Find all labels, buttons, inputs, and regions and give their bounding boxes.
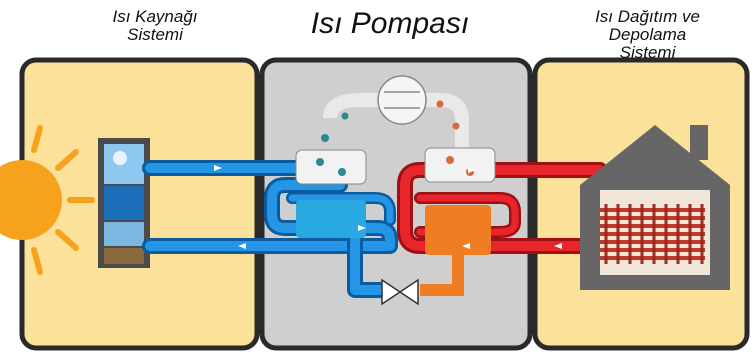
heat-pump-title: Isı Pompası	[310, 7, 470, 40]
compressor-icon	[323, 75, 469, 150]
hot-loop	[397, 162, 608, 254]
distribution-title-line2: Sistemi	[619, 42, 676, 62]
condenser-tank	[420, 147, 496, 296]
distribution-title: Isı Dağıtım ve Depolama Sistemi	[555, 8, 740, 62]
heat-source-title-line1: Isı Kaynağı	[112, 7, 198, 26]
sun-icon	[0, 125, 95, 275]
cold-loop	[142, 160, 398, 298]
heat-source-title-line2: Sistemi	[127, 24, 183, 44]
radiator-icon	[600, 204, 705, 264]
distribution-title-line1: Isı Dağıtım ve Depolama	[595, 7, 700, 44]
solar-collector-icon	[98, 138, 150, 268]
heat-source-title: Isı Kaynağı Sistemi	[70, 8, 240, 44]
evaporator-tank	[295, 134, 367, 238]
flow-arrows	[214, 165, 562, 249]
expansion-valve-icon	[381, 278, 419, 306]
